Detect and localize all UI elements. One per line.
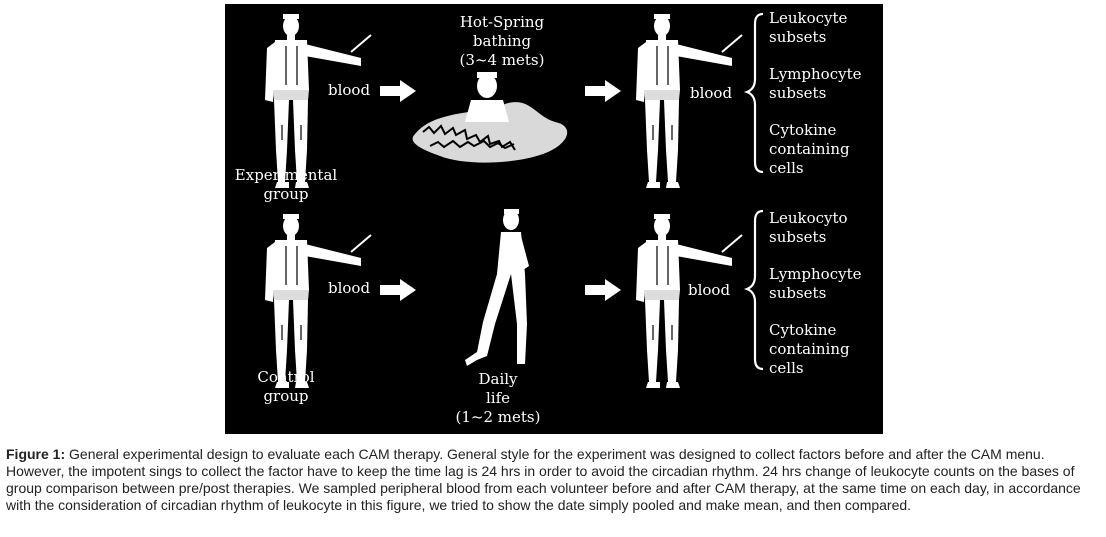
outcome-line: Leukocyto <box>769 209 848 227</box>
caption-text: General experimental design to evaluate … <box>6 446 1081 513</box>
arrow-icon <box>380 80 416 102</box>
control-subject-figure <box>635 213 743 389</box>
control-subject-figure <box>264 213 372 389</box>
treatment-label-line: (3~4 mets) <box>459 51 545 69</box>
treatment-label-line: (1~2 mets) <box>455 408 541 426</box>
outcome-leukocyte: Leukocyte subsets <box>769 9 847 47</box>
brace-icon <box>745 12 765 174</box>
outcome-leukocyte: Leukocyto subsets <box>769 209 848 247</box>
blood-label: blood <box>688 281 731 299</box>
outcome-line: containing <box>769 140 850 158</box>
outcome-line: Leukocyte <box>769 9 848 27</box>
outcome-cytokine: Cytokine containing cells <box>769 321 850 378</box>
blood-label: blood <box>328 81 371 99</box>
outcome-line: Cytokine <box>769 121 837 139</box>
figure-caption: Figure 1: General experimental design to… <box>6 446 1102 514</box>
blood-label: blood <box>328 279 371 297</box>
outcome-line: subsets <box>769 84 827 102</box>
outcome-line: subsets <box>769 228 827 246</box>
blood-label: blood <box>690 84 733 102</box>
caption-label: Figure 1: <box>6 446 66 462</box>
treatment-label-line: Daily <box>478 370 518 388</box>
arrow-icon <box>585 80 621 102</box>
hot-spring-bath-illustration <box>412 72 568 163</box>
outcome-line: subsets <box>769 284 827 302</box>
treatment-label-daily-life: Daily life (1~2 mets) <box>438 370 558 427</box>
arrow-icon <box>380 279 416 301</box>
outcome-line: cells <box>769 159 804 177</box>
treatment-label-hot-spring: Hot-Spring bathing (3~4 mets) <box>437 13 567 70</box>
daily-life-person-illustration <box>465 209 529 366</box>
study-design-figure: Experimental group blood Hot-Spring bath… <box>225 4 883 434</box>
outcome-lymphocyte: Lymphocyte subsets <box>769 265 861 303</box>
treatment-label-line: life <box>485 389 511 407</box>
outcome-line: containing <box>769 340 850 358</box>
group-label-line: Control <box>257 368 315 386</box>
figure-graphics <box>264 12 765 389</box>
group-label-line: group <box>263 185 309 203</box>
experimental-subject-figure <box>264 13 372 189</box>
group-label-control: Control group <box>231 368 341 406</box>
outcome-line: Lymphocyte <box>769 65 862 83</box>
outcome-line: Lymphocyte <box>769 265 862 283</box>
group-label-line: Experimental <box>234 166 338 184</box>
outcome-line: subsets <box>769 28 827 46</box>
outcome-lymphocyte: Lymphocyte subsets <box>769 65 861 103</box>
outcome-line: Cytokine <box>769 321 837 339</box>
group-label-experimental: Experimental group <box>231 166 341 204</box>
group-label-line: group <box>263 387 309 405</box>
outcome-cytokine: Cytokine containing cells <box>769 121 850 178</box>
arrow-icon <box>585 279 621 301</box>
treatment-label-line: bathing <box>472 32 532 50</box>
brace-icon <box>745 209 765 371</box>
outcome-line: cells <box>769 359 804 377</box>
treatment-label-line: Hot-Spring <box>459 13 545 31</box>
